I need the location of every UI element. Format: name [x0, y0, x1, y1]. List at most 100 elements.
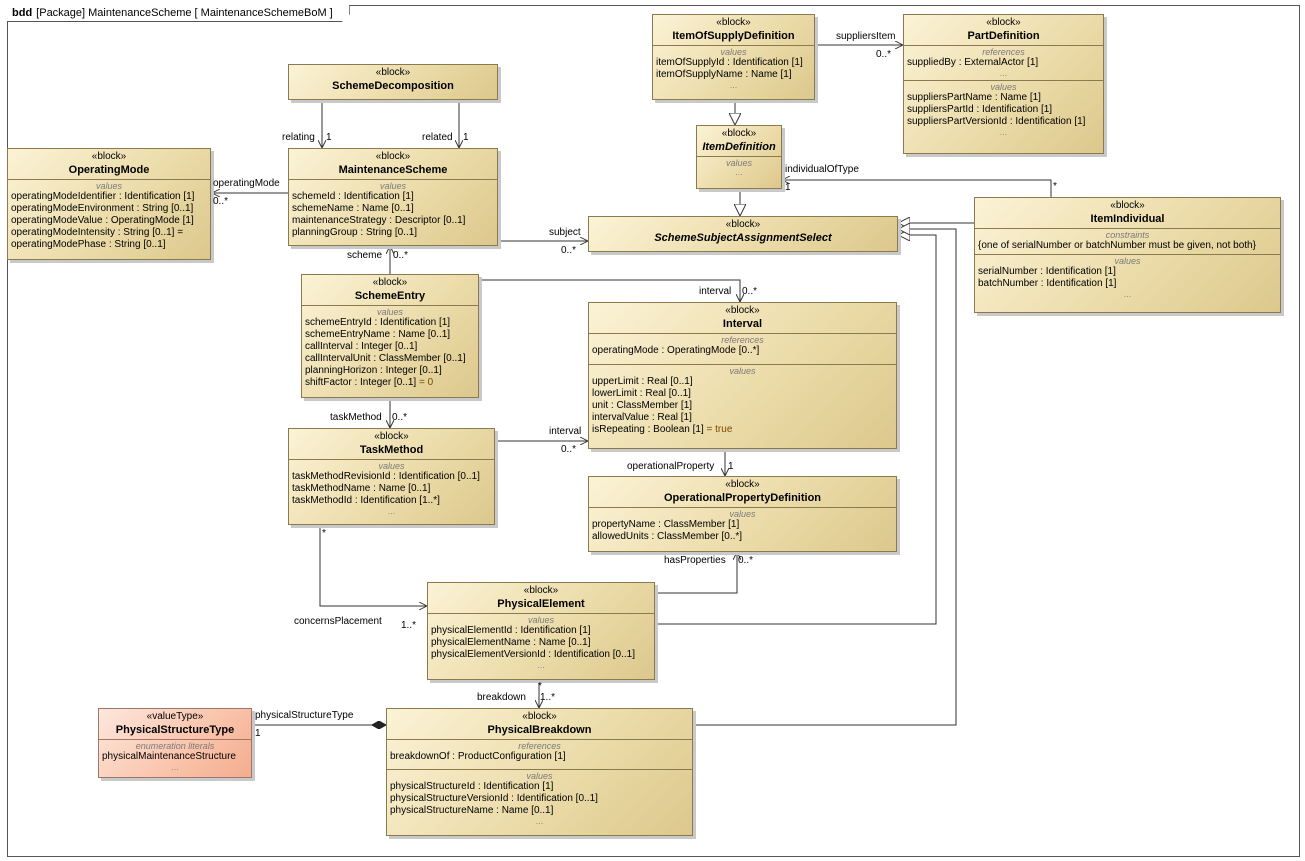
- property-row: allowedUnits : ClassMember [0..*]: [592, 531, 743, 542]
- edge-gen-physicalelement: [655, 235, 937, 625]
- block-scheme-entry[interactable]: «block» SchemeEntry values schemeEntryId…: [301, 274, 479, 398]
- block-item-of-supply-definition[interactable]: «block» ItemOfSupplyDefinition values it…: [652, 14, 815, 100]
- property-row: intervalValue : Real [1]: [592, 412, 692, 423]
- ellipsis: ...: [387, 506, 396, 516]
- compartment-label: values: [990, 82, 1017, 92]
- block-maintenance-scheme[interactable]: «block» MaintenanceScheme values schemeI…: [288, 148, 498, 246]
- property-row: operatingModeIdentifier : Identification…: [11, 191, 195, 202]
- edge-label-related: related: [422, 132, 453, 143]
- property-row: operatingModeIntensity : String [0..1] =: [11, 227, 184, 238]
- edge-mult-related: 1: [463, 132, 469, 143]
- ellipsis: ...: [535, 816, 544, 826]
- literals-compartment: enumeration literals physicalMaintenance…: [99, 739, 251, 774]
- edge-label-interval-1: interval: [699, 286, 732, 297]
- block-task-method[interactable]: «block» TaskMethod values taskMethodRevi…: [288, 428, 495, 525]
- property-row: taskMethodName : Name [0..1]: [292, 483, 431, 494]
- stereotype: «block»: [725, 219, 761, 230]
- property-row: planningGroup : String [0..1]: [292, 227, 418, 238]
- edge-mult-individual-of-type: 1: [785, 182, 791, 193]
- block-name: SchemeEntry: [354, 290, 426, 302]
- property-row: suppliersPartName : Name [1]: [907, 92, 1041, 103]
- property-row: isRepeating : Boolean [1] = true: [592, 424, 733, 435]
- stereotype: «block»: [91, 151, 127, 162]
- property-row: operatingMode : OperatingMode [0..*]: [592, 345, 760, 356]
- block-name: TaskMethod: [359, 444, 424, 456]
- edge-label-task-method: taskMethod: [330, 412, 382, 423]
- edge-mult-concerns-placement: 1..*: [401, 620, 417, 631]
- property-row: physicalStructureVersionId : Identificat…: [390, 793, 598, 804]
- compartment-label: values: [527, 615, 554, 625]
- property-row: breakdownOf : ProductConfiguration [1]: [390, 751, 566, 762]
- edge-label-individual-of-type: individualOfType: [785, 164, 859, 175]
- edge-mult-has-properties: 0..*: [738, 555, 754, 566]
- stereotype: «block»: [523, 585, 559, 596]
- property-row: physicalElementName : Name [0..1]: [431, 637, 591, 648]
- compartment-label: enumeration literals: [135, 741, 215, 751]
- block-operating-mode[interactable]: «block» OperatingMode values operatingMo…: [7, 148, 211, 260]
- edge-label-relating: relating: [282, 132, 315, 143]
- block-physical-breakdown[interactable]: «block» PhysicalBreakdown references bre…: [386, 708, 693, 836]
- stereotype: «block»: [374, 431, 409, 442]
- edge-interval-1: [479, 279, 740, 302]
- edge-label-scheme: scheme: [347, 250, 383, 261]
- edge-mult-task-method: 0..*: [392, 412, 408, 423]
- values-compartment: values schemeEntryId : Identification [1…: [302, 305, 478, 391]
- block-item-definition[interactable]: «block» ItemDefinition values ...: [696, 125, 782, 189]
- ellipsis: ...: [735, 167, 743, 177]
- property-row: taskMethodId : Identification [1..*]: [292, 495, 440, 506]
- values-compartment: values operatingModeIdentifier : Identif…: [8, 179, 210, 253]
- values-compartment: values physicalElementId : Identificatio…: [428, 613, 654, 672]
- edge-has-properties: [655, 552, 737, 594]
- compartment-label: references: [982, 47, 1025, 57]
- stereotype: «block»: [716, 17, 751, 28]
- block-name: MaintenanceScheme: [338, 164, 448, 176]
- block-scheme-subject-assignment-select[interactable]: «block» SchemeSubjectAssignmentSelect: [588, 216, 898, 252]
- block-name: ItemIndividual: [1090, 213, 1165, 225]
- stereotype: «block»: [725, 305, 760, 316]
- block-name: ItemOfSupplyDefinition: [672, 30, 795, 42]
- enum-literal: physicalMaintenanceStructure: [102, 751, 236, 762]
- edge-mult-operational-property: 1: [728, 461, 734, 472]
- block-scheme-decomposition[interactable]: «block» SchemeDecomposition: [288, 64, 498, 100]
- ellipsis: ...: [171, 762, 179, 772]
- block-item-individual[interactable]: «block» ItemIndividual constraints {one …: [974, 197, 1281, 313]
- block-name: Interval: [722, 318, 763, 330]
- compartment-label: values: [1114, 256, 1141, 266]
- property-row: batchNumber : Identification [1]: [978, 278, 1117, 289]
- stereotype: «block»: [375, 67, 411, 78]
- values-compartment: values serialNumber : Identification [1]…: [975, 254, 1280, 301]
- compartment-label: values: [729, 509, 756, 519]
- edge-label-subject: subject: [549, 227, 581, 238]
- ellipsis: ...: [999, 127, 1008, 137]
- edge-mult-physical-structure-type: 1: [255, 728, 261, 739]
- block-interval[interactable]: «block» Interval references operatingMod…: [588, 302, 897, 449]
- references-compartment: references suppliedBy : ExternalActor [1…: [904, 45, 1103, 80]
- edge-mult-interval-2: 0..*: [561, 444, 577, 455]
- block-physical-structure-type[interactable]: «valueType» PhysicalStructureType enumer…: [98, 708, 252, 778]
- edge-label-suppliers-item: suppliersItem: [836, 31, 896, 42]
- block-physical-element[interactable]: «block» PhysicalElement values physicalE…: [427, 582, 655, 680]
- compartment-label: values: [379, 181, 406, 191]
- property-row: physicalStructureId : Identification [1]: [390, 781, 554, 792]
- ellipsis: ...: [999, 68, 1008, 78]
- diagram-frame-tab: bdd[Package] MaintenanceScheme [ Mainten…: [7, 5, 350, 22]
- edge-src-mult-breakdown: *: [538, 681, 542, 692]
- block-operational-property-definition[interactable]: «block» OperationalPropertyDefinition va…: [588, 476, 897, 552]
- block-part-definition[interactable]: «block» PartDefinition references suppli…: [903, 14, 1104, 154]
- property-row: operatingModeEnvironment : String [0..1]: [11, 203, 194, 214]
- ellipsis: ...: [537, 660, 545, 670]
- property-row: suppliedBy : ExternalActor [1]: [907, 57, 1039, 68]
- edge-src-mult-individual-of-type: *: [1053, 181, 1057, 192]
- property-row: propertyName : ClassMember [1]: [592, 519, 740, 530]
- property-row: upperLimit : Real [0..1]: [592, 376, 693, 387]
- edge-gen-physicalbreakdown: [693, 229, 957, 726]
- property-row: schemeEntryName : Name [0..1]: [305, 329, 451, 340]
- diagram-kind: bdd: [12, 7, 33, 19]
- property-row: physicalElementVersionId : Identificatio…: [431, 649, 636, 660]
- property-row: suppliersPartId : Identification [1]: [907, 104, 1053, 115]
- compartment-label: values: [378, 461, 405, 471]
- values-compartment: values itemOfSupplyId : Identification […: [653, 45, 814, 92]
- values-compartment: values suppliersPartName : Name [1] supp…: [904, 80, 1103, 139]
- property-row: schemeId : Identification [1]: [292, 191, 414, 202]
- property-row: itemOfSupplyName : Name [1]: [656, 69, 792, 80]
